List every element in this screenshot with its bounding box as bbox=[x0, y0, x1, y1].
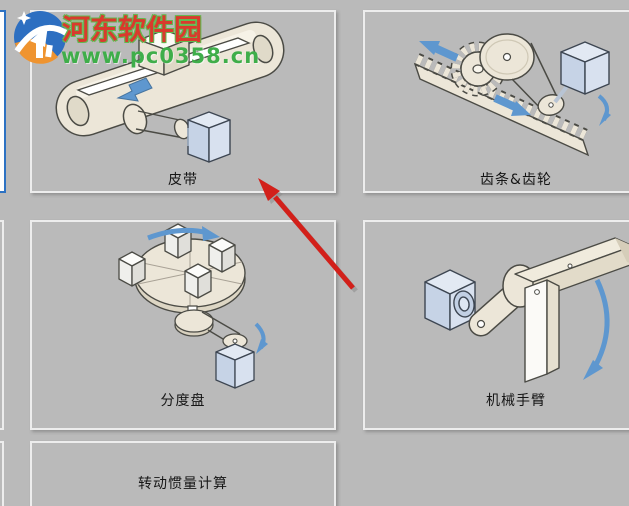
panel-inertia-calc[interactable]: 转动惯量计算 bbox=[30, 441, 336, 506]
panel-robot-arm[interactable]: 机械手臂 bbox=[363, 220, 629, 430]
panel-label: 皮带 bbox=[168, 172, 198, 188]
motion-arrow-icon bbox=[116, 77, 153, 102]
motor bbox=[424, 269, 476, 331]
index-table-illustration bbox=[118, 223, 268, 389]
panel-label: 齿条&齿轮 bbox=[480, 172, 552, 188]
motor bbox=[215, 343, 255, 389]
selected-panel-partial[interactable] bbox=[0, 10, 6, 193]
panel-rack-pinion[interactable]: 齿条&齿轮 bbox=[363, 10, 629, 193]
robot-arm-illustration bbox=[424, 237, 629, 383]
belt-conveyor-illustration bbox=[55, 21, 285, 163]
panel-label: 转动惯量计算 bbox=[138, 476, 228, 492]
panel-index-table[interactable]: 分度盘 bbox=[30, 220, 336, 430]
motor bbox=[560, 41, 610, 95]
arm-column bbox=[524, 279, 560, 383]
motion-arrow-icon bbox=[419, 41, 611, 126]
rack-pinion-illustration bbox=[413, 33, 611, 157]
workpiece-boxes bbox=[118, 223, 236, 299]
panel-belt[interactable]: 皮带 bbox=[30, 10, 336, 193]
motion-arrow-icon bbox=[254, 322, 268, 354]
motion-arrow-icon bbox=[583, 278, 610, 380]
motor bbox=[187, 111, 231, 163]
left-panel-partial-row2[interactable] bbox=[0, 220, 4, 430]
motion-arrow-icon bbox=[147, 226, 220, 241]
workpiece-box bbox=[138, 29, 190, 76]
panel-label: 分度盘 bbox=[160, 393, 206, 409]
left-panel-partial-row3[interactable] bbox=[0, 441, 4, 506]
panel-label: 机械手臂 bbox=[486, 393, 546, 409]
